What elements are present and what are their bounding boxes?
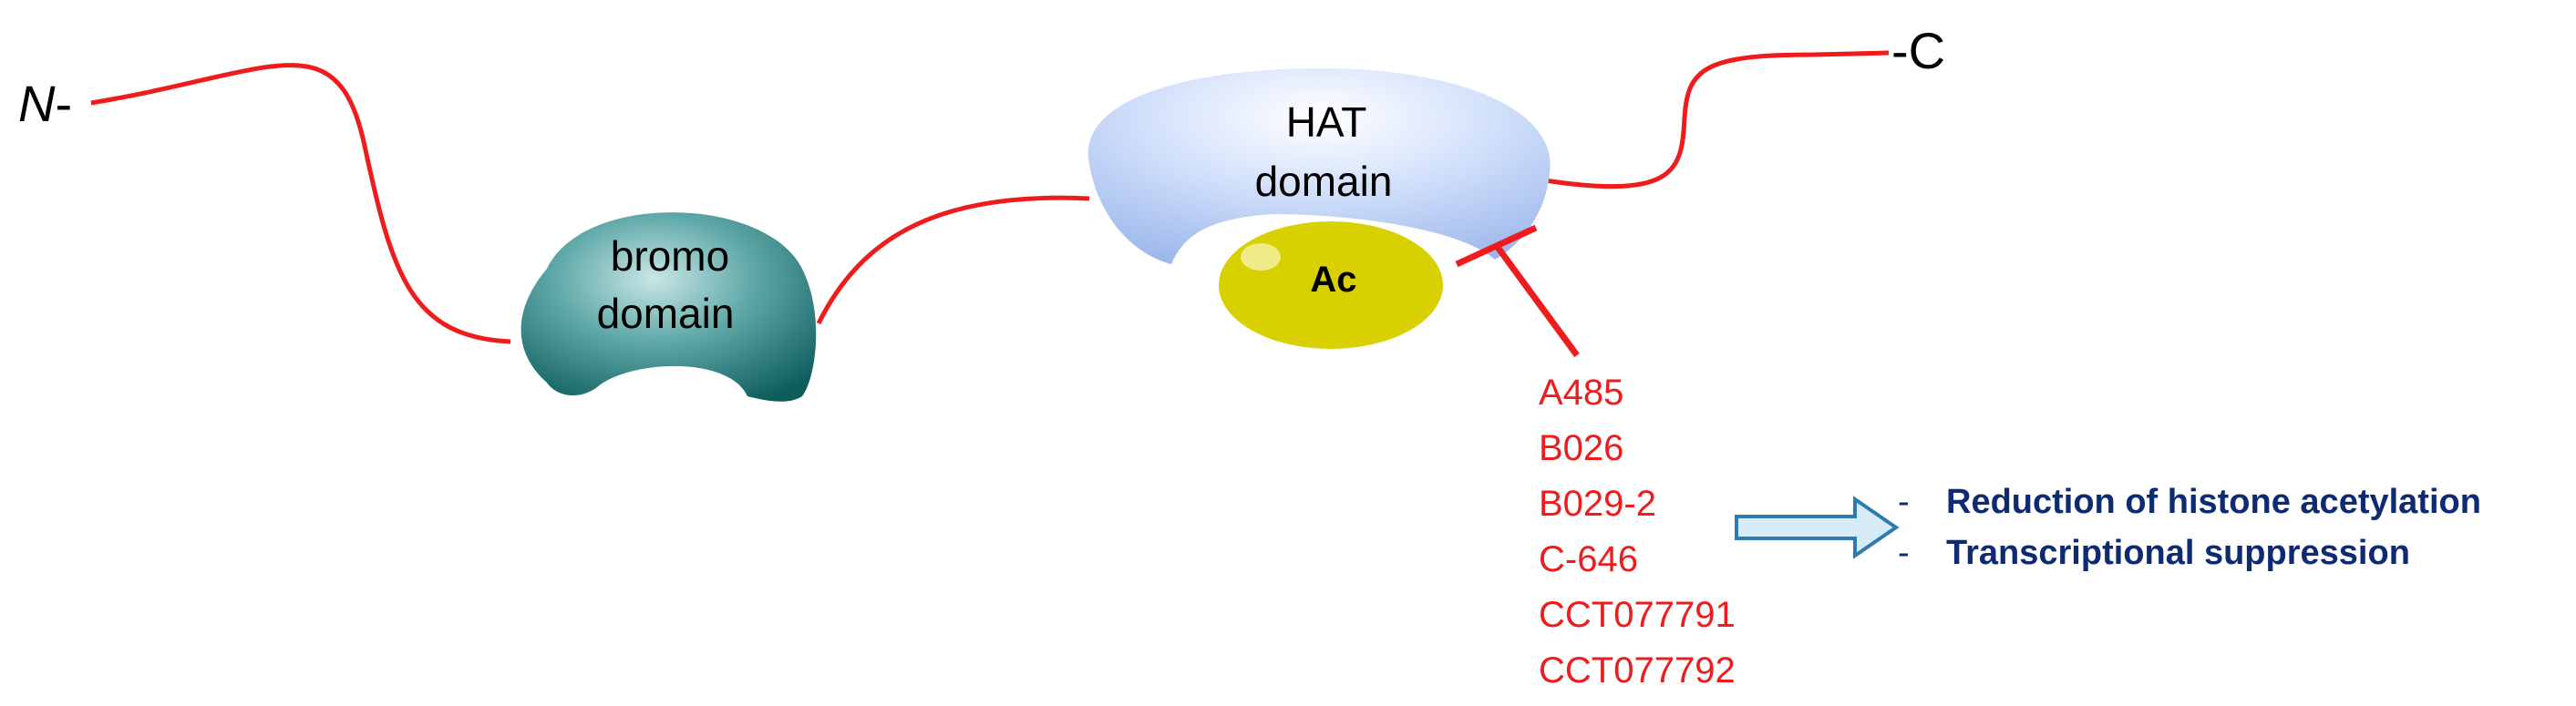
hat-domain-shape [1087,68,1551,264]
bromo-domain-shape [520,212,817,402]
inhibition-stem [1494,243,1580,358]
inhibitor-item: B029-2 [1539,484,1656,524]
chain-segment-n-to-bromo [90,63,511,344]
inhibitor-item: C-646 [1539,539,1638,579]
protein-chain [90,50,1890,344]
inhibition-bar [1455,224,1538,268]
bromo-domain: bromo domain [520,212,817,402]
hat-domain-label-line1: HAT [1286,98,1367,146]
effect-bullet: - [1898,534,1910,572]
effect-item: Transcriptional suppression [1946,534,2410,572]
n-terminus-label: N- [18,75,72,132]
inhibitor-item: B026 [1539,428,1623,468]
inhibition-symbol [1455,224,1580,358]
acetyl-highlight [1241,243,1281,271]
inhibitor-item: CCT077791 [1539,595,1736,635]
c-terminus-label: -C [1891,22,1945,79]
effect-item: Reduction of histone acetylation [1946,483,2481,521]
chain-segment-bromo-to-hat [816,195,1090,325]
acetyl-group: Ac [1219,221,1443,349]
bromo-domain-label-line1: bromo [611,232,729,280]
outcome-arrow [1735,496,1900,559]
bromo-domain-label-line2: domain [597,290,735,337]
inhibitor-item: CCT077792 [1539,650,1736,691]
hat-domain-label-line2: domain [1255,158,1393,205]
block-arrow-icon [1735,496,1900,559]
effects-list: -Reduction of histone acetylation-Transc… [1898,483,2481,572]
chain-segment-hat-to-c [1544,50,1890,189]
hat-domain: HAT domain [1087,68,1551,264]
effect-bullet: - [1898,483,1910,521]
inhibitor-item: A485 [1539,373,1623,413]
acetyl-label: Ac [1310,260,1356,300]
